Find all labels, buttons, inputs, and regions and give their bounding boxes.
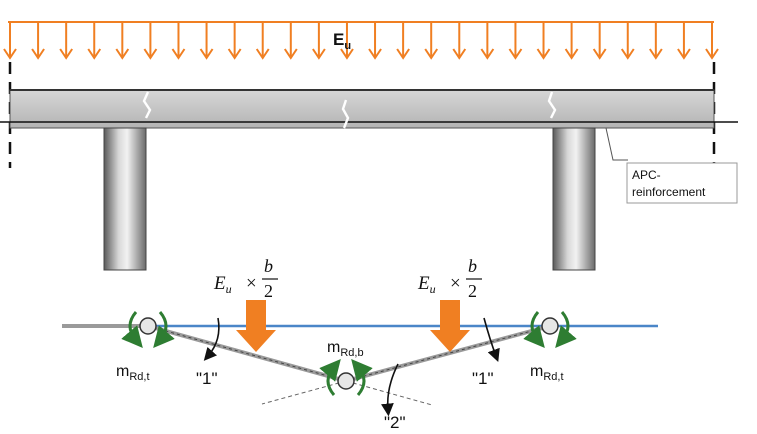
load-arrow-head <box>199 48 214 60</box>
load-arrow-head <box>564 48 579 60</box>
load-arrow-head <box>227 48 242 60</box>
load-arrow-head <box>143 48 158 60</box>
moment-label-bottom: mRd,b <box>327 339 364 359</box>
point-load-right <box>430 300 470 352</box>
load-arrow-head <box>396 48 410 60</box>
hinge-right <box>541 317 559 335</box>
load-arrow-head <box>592 48 607 60</box>
load-arrow-head <box>705 48 719 60</box>
load-label: Eu <box>333 30 351 52</box>
load-arrow-head <box>255 48 270 60</box>
moment-arrows-middle <box>319 359 373 396</box>
load-arrow-head <box>368 48 382 60</box>
svg-text:2: 2 <box>468 281 477 301</box>
callout-line1: APC- <box>632 168 661 182</box>
hinge-left <box>139 317 157 335</box>
callout-box <box>626 162 738 204</box>
load-arrow-head <box>3 48 17 60</box>
right-column <box>552 127 596 271</box>
hinge-middle <box>337 372 355 390</box>
deflected-dash-left <box>147 325 347 382</box>
load-arrow-head <box>59 48 73 60</box>
slab-beam <box>0 89 738 129</box>
load-arrows <box>3 22 719 60</box>
svg-text:Eu: Eu <box>417 273 436 296</box>
moment-arrows-right <box>523 311 577 348</box>
load-label-right: Eu × b 2 <box>417 256 482 301</box>
rotation-arrow-left <box>203 317 220 361</box>
load-label-left: Eu × b 2 <box>213 256 278 301</box>
callout-line2: reinforcement <box>632 185 706 199</box>
svg-text:b: b <box>468 256 477 276</box>
load-arrow-head <box>87 48 102 60</box>
moment-label-top-left: mRd,t <box>116 363 150 383</box>
load-arrow-head <box>620 48 635 60</box>
load-arrow-head <box>31 48 45 60</box>
crack-left <box>142 91 152 119</box>
svg-text:Eu: Eu <box>213 273 232 296</box>
crack-middle <box>341 99 350 129</box>
apc-callout: APC- reinforcement <box>605 127 738 204</box>
moment-label-top-right: mRd,t <box>530 363 564 383</box>
extension-dash-right <box>261 380 347 405</box>
load-arrow-head <box>312 48 326 60</box>
load-arrow-head <box>171 48 186 60</box>
load-arrow-head <box>536 48 551 60</box>
yield-line-mechanism: Eu × b 2 Eu × b 2 mRd,t mRd,t mRd,b "1" … <box>62 256 658 432</box>
load-arrow-head <box>283 48 298 60</box>
load-arrow-head <box>424 48 439 60</box>
rotation-label-right: "1" <box>472 369 494 388</box>
rotation-label-left: "1" <box>196 369 218 388</box>
load-arrow-head <box>452 48 467 60</box>
rotation-label-middle: "2" <box>384 413 406 432</box>
load-arrow-head <box>649 48 663 60</box>
callout-leader <box>605 127 628 161</box>
rotation-arrow-middle <box>381 363 399 417</box>
load-arrow-head <box>115 48 130 60</box>
point-load-left <box>236 300 276 352</box>
svg-text:b: b <box>264 256 273 276</box>
left-column <box>103 127 147 271</box>
load-arrow-head <box>677 48 691 60</box>
load-arrow-head <box>480 48 495 60</box>
load-arrow-head <box>508 48 523 60</box>
svg-text:×: × <box>450 273 461 294</box>
distributed-load: Eu <box>3 21 719 60</box>
deflected-dash-right <box>345 325 551 382</box>
rotation-arrow-right <box>483 317 500 362</box>
load-arrow-head <box>340 48 354 60</box>
crack-right <box>547 91 557 119</box>
moment-arrows-left <box>121 311 175 348</box>
svg-text:×: × <box>246 273 257 294</box>
svg-text:2: 2 <box>264 281 273 301</box>
